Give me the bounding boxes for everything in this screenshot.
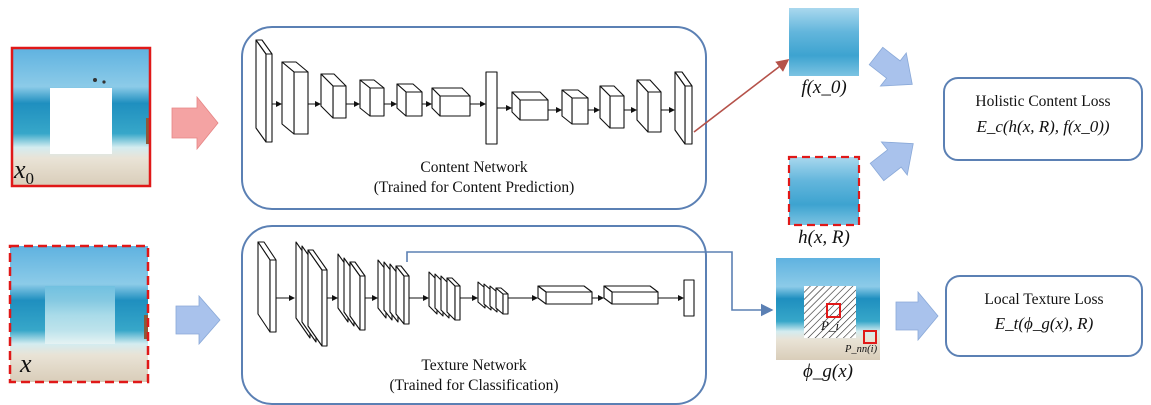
content-bottleneck xyxy=(485,71,498,145)
texture-layer-1 xyxy=(257,241,277,333)
output-patch-hxR xyxy=(787,155,861,227)
holistic-loss-box xyxy=(943,77,1143,161)
fx0-caption: f(x_0) xyxy=(801,77,847,98)
hxR-caption: h(x, R) xyxy=(798,227,850,248)
content-layer-8 xyxy=(561,89,589,125)
content-network-frame xyxy=(241,26,707,210)
texture-loss-title: Local Texture Loss xyxy=(984,291,1104,308)
phi-caption: ϕ_g(x) xyxy=(803,361,853,382)
texture-network-frame xyxy=(241,225,707,405)
content-layer-1 xyxy=(255,39,273,143)
content-to-output-arrow xyxy=(693,59,790,133)
patch-i-box xyxy=(826,303,841,318)
texture-feature-arrow xyxy=(406,251,774,317)
content-layer-6 xyxy=(431,87,471,117)
content-layer-11 xyxy=(674,71,693,145)
content-arrows xyxy=(272,101,675,113)
red-border xyxy=(10,46,152,188)
content-layer-2 xyxy=(281,61,309,135)
texture-network-layers xyxy=(257,241,695,347)
output-patch-fx0 xyxy=(789,8,859,76)
content-layer-3 xyxy=(320,73,347,119)
holistic-loss-formula: E_c(h(x, R), f(x_0)) xyxy=(976,117,1110,136)
x-label: x xyxy=(20,349,32,378)
texture-fc-1 xyxy=(537,285,593,305)
texture-fc-2 xyxy=(603,285,659,305)
texture-layer-6 xyxy=(477,281,509,315)
patch-i-label: P_i xyxy=(821,318,840,333)
content-layer-9 xyxy=(599,85,625,129)
input-image-x0 xyxy=(10,46,152,188)
texture-loss-box xyxy=(945,275,1143,357)
blue-arrow-input xyxy=(175,294,221,346)
content-layer-4 xyxy=(359,79,385,117)
content-network-title: Content Network xyxy=(420,159,528,176)
patch-nn-label: P_nn(i) xyxy=(845,344,878,355)
texture-layer-3 xyxy=(337,253,366,331)
texture-layer-5 xyxy=(428,271,461,321)
red-dashed-border xyxy=(8,244,150,384)
filled-region xyxy=(45,286,115,344)
blue-arrow-fx0 xyxy=(868,46,913,87)
content-layer-5 xyxy=(396,83,423,117)
texture-network-subtitle: (Trained for Classification) xyxy=(389,377,559,394)
texture-layer-4 xyxy=(377,259,410,325)
holistic-loss-title: Holistic Content Loss xyxy=(975,93,1111,110)
blue-arrow-hxR xyxy=(869,141,914,182)
texture-layer-2 xyxy=(295,241,328,347)
hatched-region xyxy=(804,286,856,338)
masked-hole xyxy=(50,88,112,154)
content-network-layers xyxy=(255,39,693,145)
patch-nn-box xyxy=(863,330,877,344)
input-image-x xyxy=(8,244,150,384)
feature-map-phi xyxy=(776,258,880,360)
content-network-subtitle: (Trained for Content Prediction) xyxy=(373,179,575,196)
blue-arrow-phi xyxy=(895,290,939,342)
pink-arrow xyxy=(171,95,219,151)
texture-output xyxy=(683,279,695,317)
x0-label: x0 xyxy=(14,155,35,189)
texture-loss-formula: E_t(ϕ_g(x), R) xyxy=(994,314,1094,333)
content-layer-7 xyxy=(511,91,549,121)
texture-network-title: Texture Network xyxy=(421,357,527,374)
content-layer-10 xyxy=(636,79,662,133)
